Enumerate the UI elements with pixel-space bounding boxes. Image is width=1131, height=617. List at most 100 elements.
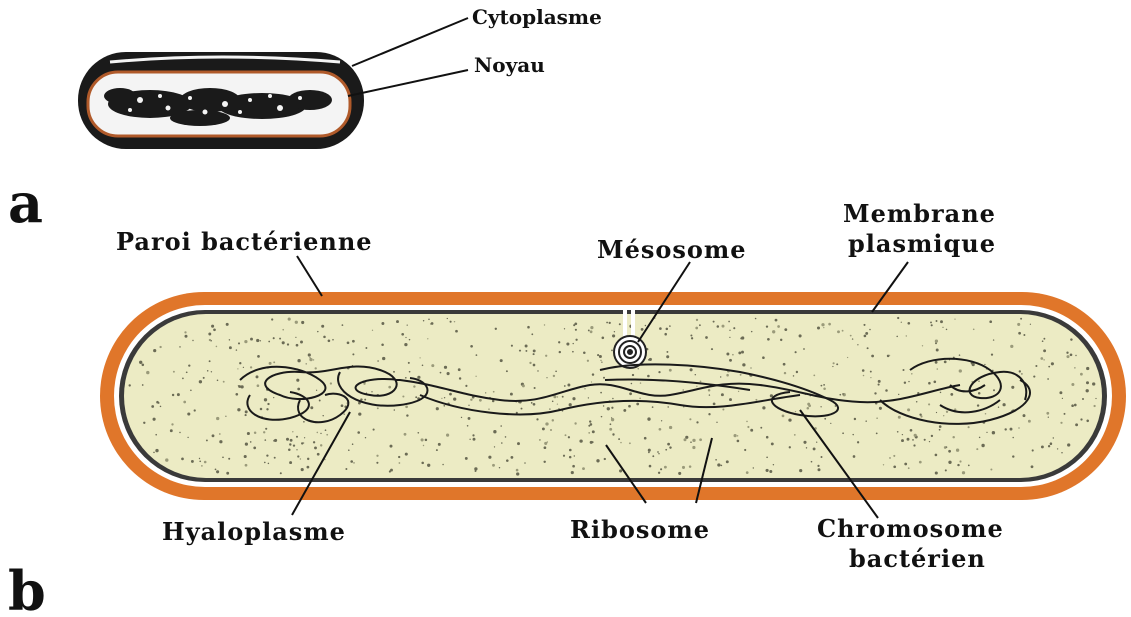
ribosome-dot [603,377,605,379]
ribosome-dot [647,417,650,420]
ribosome-dot [393,371,395,373]
ribosome-dot [929,441,930,442]
ribosome-dot [533,403,536,406]
ribosome-dot [321,325,324,328]
ribosome-dot [421,438,424,441]
ribosome-dot [696,421,698,423]
ribosome-dot [427,464,430,467]
ribosome-dot [153,349,156,352]
ribosome-dot [803,348,805,350]
ribosome-dot [308,353,311,356]
noyau-leader [348,70,468,96]
ribosome-dot [537,370,538,371]
ribosome-dot [533,353,535,355]
ribosome-dot [419,357,420,358]
ribosome-dot [271,318,273,320]
ribosome-dot [423,445,424,446]
panel-letter-b: b [8,559,46,617]
ribosome-dot [973,328,975,330]
ribosome-dot [862,369,865,372]
ribosome-dot [589,420,591,422]
ribosome-dot [821,385,823,387]
ribosome-dot [631,383,633,385]
ribosome-dot [1011,386,1014,389]
hyaloplasme-label: Hyaloplasme [162,517,346,546]
ribosome-dot [740,374,742,376]
ribosome-dot [155,434,157,436]
ribosome-dot [297,388,300,391]
ribosome-dot [417,376,420,379]
ribosome-dot [658,472,660,474]
ribosome-dot [936,349,939,352]
ribosome-dot [574,422,576,424]
ribosome-dot [709,394,710,395]
ribosome-dot [280,472,282,474]
ribosome-dot [431,322,434,325]
ribosome-dot [473,438,476,441]
ribosome-dot [317,453,320,456]
ribosome-dot [447,372,450,375]
ribosome-dot [1057,448,1058,449]
ribosome-dot [940,320,943,323]
ribosome-dot [1010,345,1013,348]
ribosome-dot [878,384,880,386]
ribosome-dot [543,461,545,463]
ribosome-dot [279,338,281,340]
ribosome-dot [404,433,407,436]
ribosome-dot [738,391,739,392]
ribosome-dot [569,403,572,406]
ribosome-dot [883,464,884,465]
ribosome-dot [811,461,813,463]
ribosome-dot [667,406,668,407]
ribosome-dot [782,415,785,418]
ribosome-dot [989,320,992,323]
ribosome-dot [649,465,652,468]
ribosome-dot [376,455,378,457]
ribosome-dot [1066,352,1068,354]
ribosome-dot [602,337,605,340]
ribosome-dot [959,369,962,372]
ribosome-dot [907,438,910,441]
ribosome-dot [722,325,725,328]
ribosome-dot [962,471,965,474]
ribosome-dot [184,335,187,338]
ribosome-dot [516,472,519,475]
ribosome-dot [817,465,819,467]
ribosome-dot [766,456,768,458]
ribosome-dot [690,441,692,443]
cytoplasme-label: Cytoplasme [472,5,602,29]
ribosome-dot [1048,445,1050,447]
ribosome-dot [870,377,871,378]
ribosome-dot [290,439,293,442]
ribosome-dot [755,318,757,320]
ribosome-dot [179,346,181,348]
ribosome-dot [729,330,730,331]
ribosome-dot [611,350,613,352]
ribosome-dot [388,386,391,389]
ribosome-dot [733,327,735,329]
ribosome-dot [345,468,347,470]
ribosome-dot [381,343,384,346]
ribosome-dot [721,465,723,467]
ribosome-dot [857,441,859,443]
ribosome-dot [572,351,574,353]
ribosome-dot [946,446,948,448]
ribosome-dot [599,355,602,358]
ribosome-dot [690,368,693,371]
ribosome-dot [907,322,910,325]
ribosome-dot [373,429,375,431]
ribosome-dot [977,404,979,406]
ribosome-dot [226,472,229,475]
ribosome-dot [228,458,230,460]
ribosome-dot [897,317,899,319]
ribosome-dot [268,463,270,465]
ribosome-dot [742,363,745,366]
ribosome-dot [893,465,896,468]
ribosome-dot [485,392,486,393]
ribosome-dot [689,465,692,468]
ribosome-dot [842,393,844,395]
ribosome-dot [499,467,500,468]
ribosome-dot [857,344,858,345]
ribosome-dot [644,437,647,440]
ribosome-dot [652,455,654,457]
